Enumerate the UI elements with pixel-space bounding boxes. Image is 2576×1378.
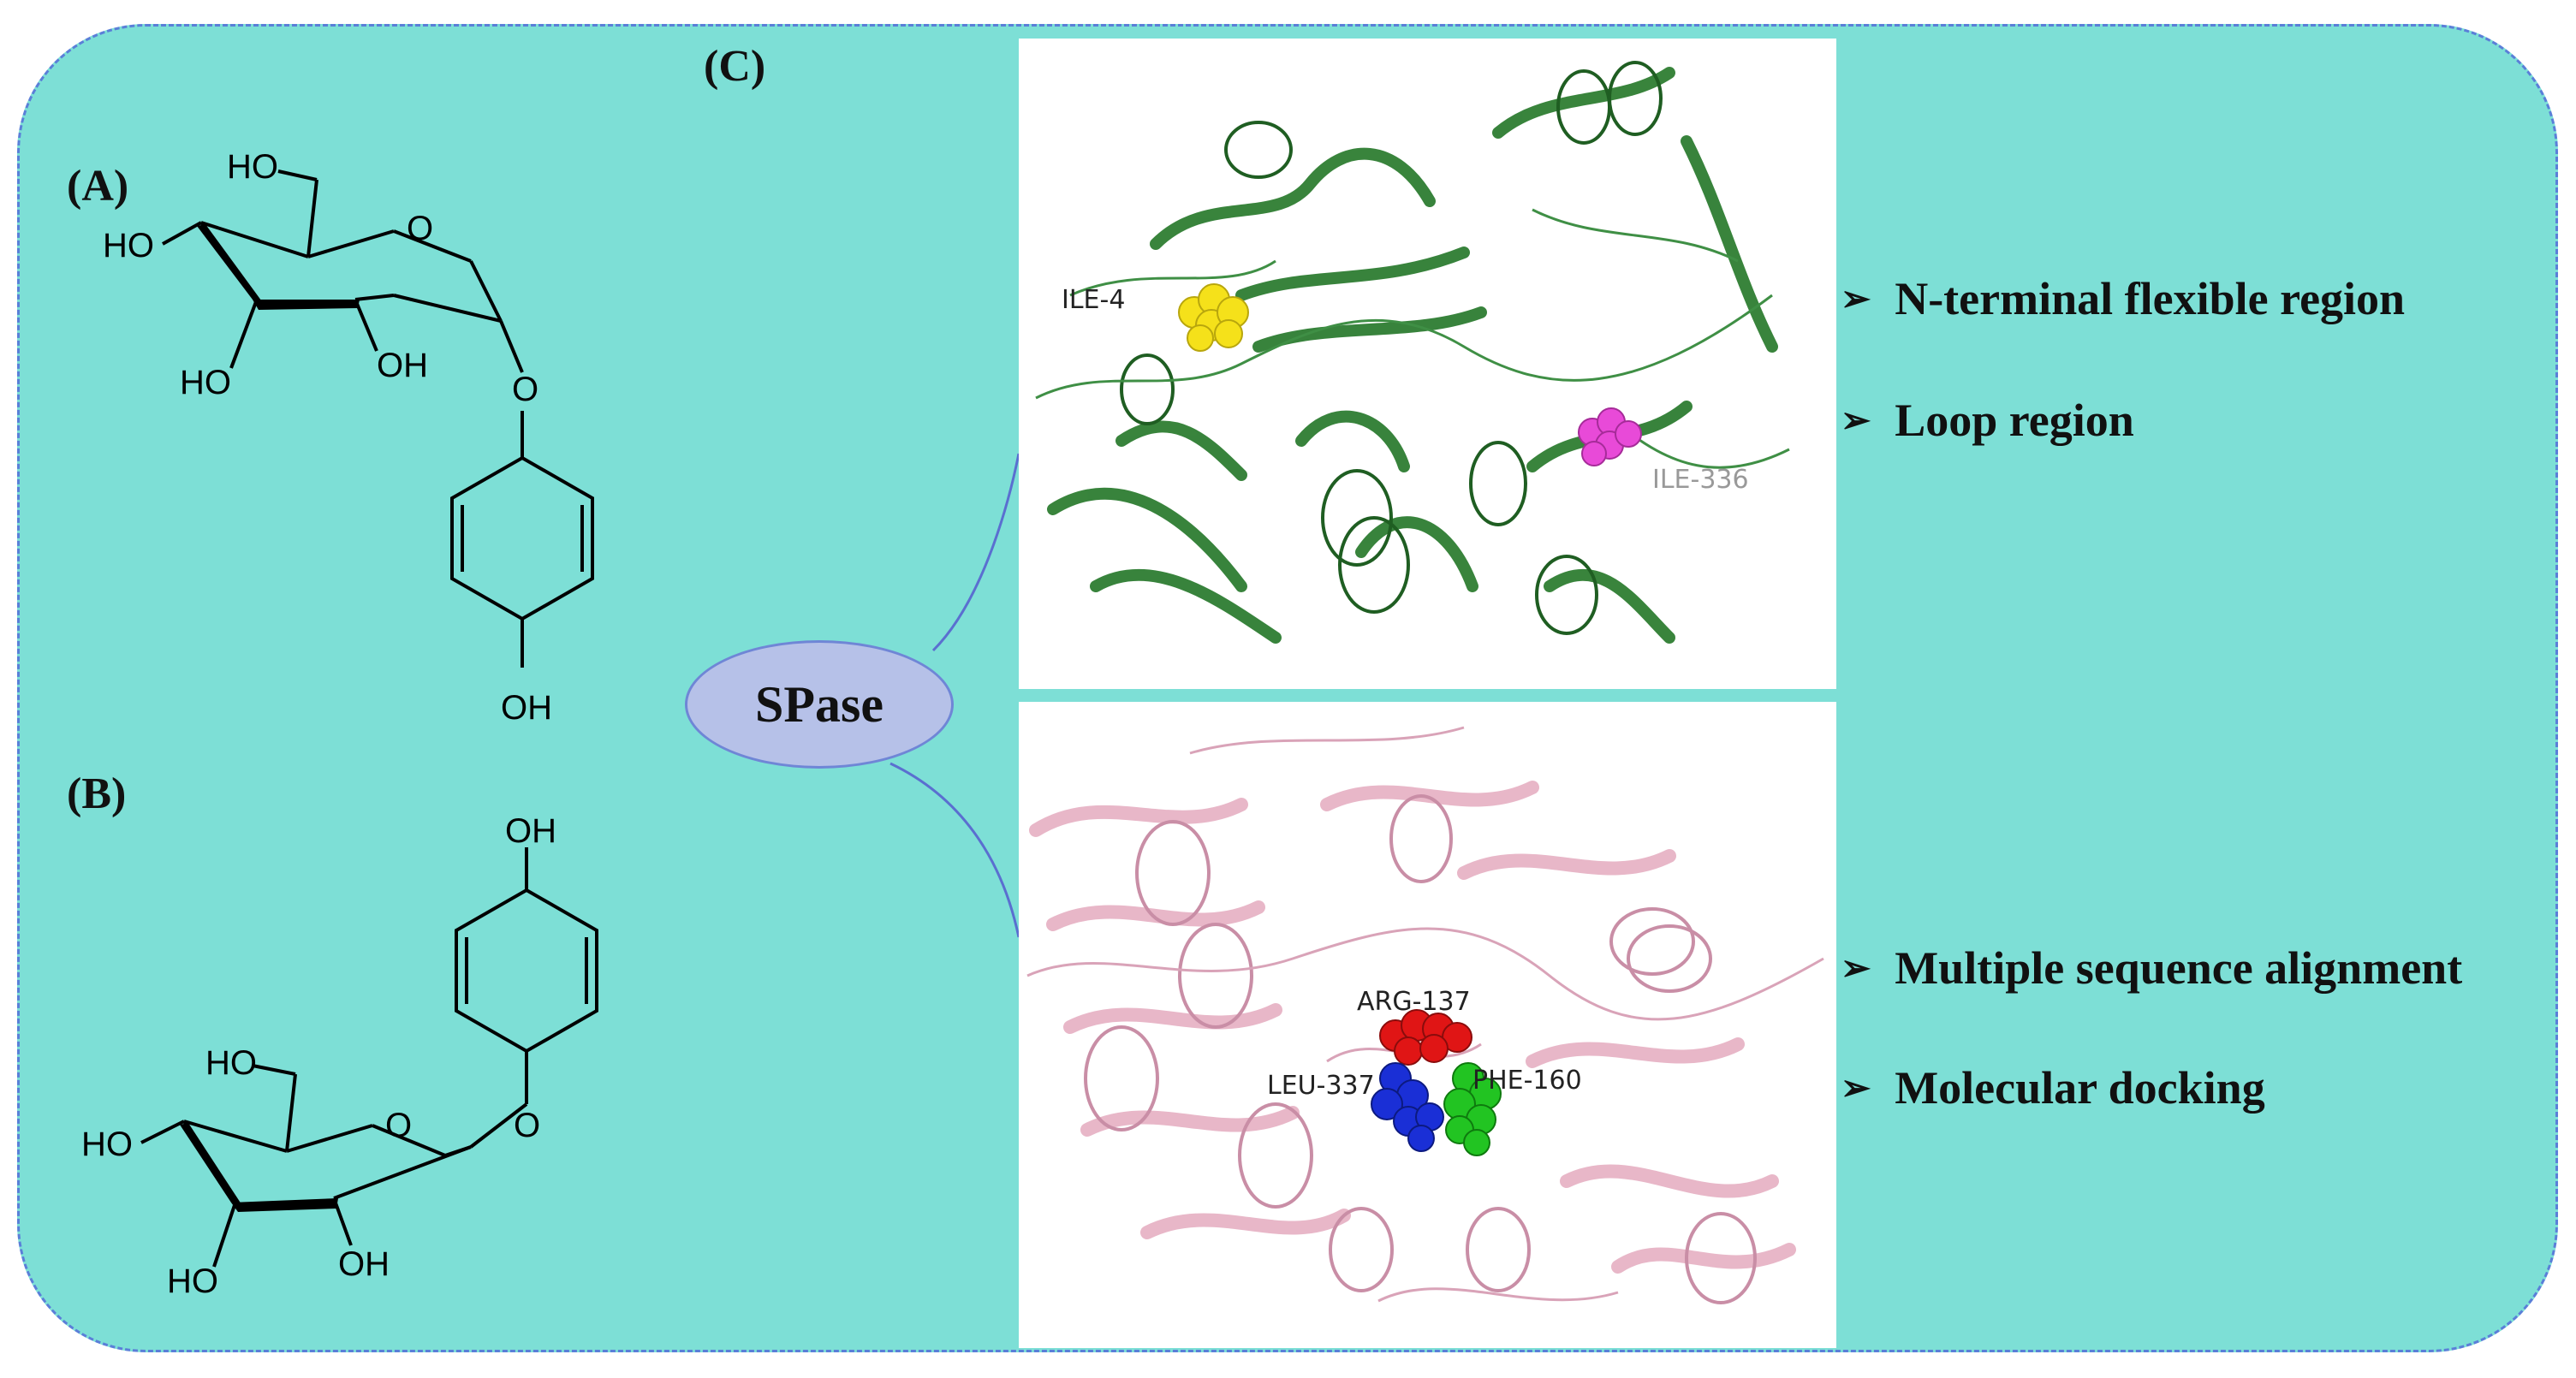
residue-label-arg137: ARG-137 (1357, 987, 1471, 1017)
spase-node: SPase (685, 640, 954, 769)
ile336-sphere-cluster (1578, 407, 1642, 466)
bullet-text: Molecular docking (1895, 1062, 2265, 1114)
bottom-protein-structure: ARG-137 LEU-337 PHE-160 (1019, 702, 1836, 1348)
bullet-text: N-terminal flexible region (1895, 273, 2406, 324)
panel-label-a: (A) (67, 162, 129, 211)
a-group-2: HO (103, 227, 154, 264)
arrow-bullet-icon: ➢ (1841, 280, 1871, 319)
panel-label-b: (B) (67, 769, 127, 818)
b-group-7: HO (167, 1262, 218, 1300)
a-group-7: OH (501, 689, 552, 727)
panel-label-c: (C) (704, 42, 766, 91)
arrow-bullet-icon: ➢ (1841, 949, 1871, 989)
residue-label-ile336: ILE-336 (1652, 465, 1749, 495)
a-group-5: O (407, 210, 433, 247)
b-group-2: HO (205, 1044, 257, 1082)
ile4-sphere-cluster (1178, 283, 1249, 352)
b-group-4: O (385, 1107, 412, 1144)
arg137-sphere-cluster (1379, 1009, 1472, 1066)
arrow-bullet-icon: ➢ (1841, 1069, 1871, 1108)
bullet-loop-region: ➢ Loop region (1841, 394, 2134, 447)
molecule-b-structure: OH HO HO O O OH HO (81, 813, 598, 1300)
bullet-msa: ➢ Multiple sequence alignment (1841, 941, 2462, 995)
b-group-3: HO (81, 1126, 133, 1163)
b-group-5: O (514, 1107, 540, 1144)
phe160-sphere-cluster (1443, 1062, 1502, 1156)
bullet-text: Multiple sequence alignment (1895, 942, 2463, 994)
top-protein-structure: ILE-4 ILE-336 (1019, 39, 1836, 689)
arrow-bullet-icon: ➢ (1841, 401, 1871, 441)
leu337-sphere-cluster (1371, 1062, 1444, 1152)
residue-label-ile4: ILE-4 (1062, 285, 1125, 315)
a-group-1: HO (227, 148, 278, 186)
bullet-docking: ➢ Molecular docking (1841, 1061, 2265, 1114)
b-group-1: OH (505, 813, 556, 850)
molecule-a-structure: HO HO OH HO O O OH (103, 148, 594, 727)
residue-label-phe160: PHE-160 (1472, 1066, 1582, 1096)
bullet-n-terminal: ➢ N-terminal flexible region (1841, 272, 2405, 325)
residue-label-leu337: LEU-337 (1267, 1071, 1375, 1101)
a-group-4: HO (180, 364, 231, 401)
a-group-3: OH (377, 347, 428, 384)
a-group-6: O (512, 371, 538, 408)
b-group-6: OH (338, 1245, 390, 1283)
bullet-text: Loop region (1895, 395, 2134, 446)
